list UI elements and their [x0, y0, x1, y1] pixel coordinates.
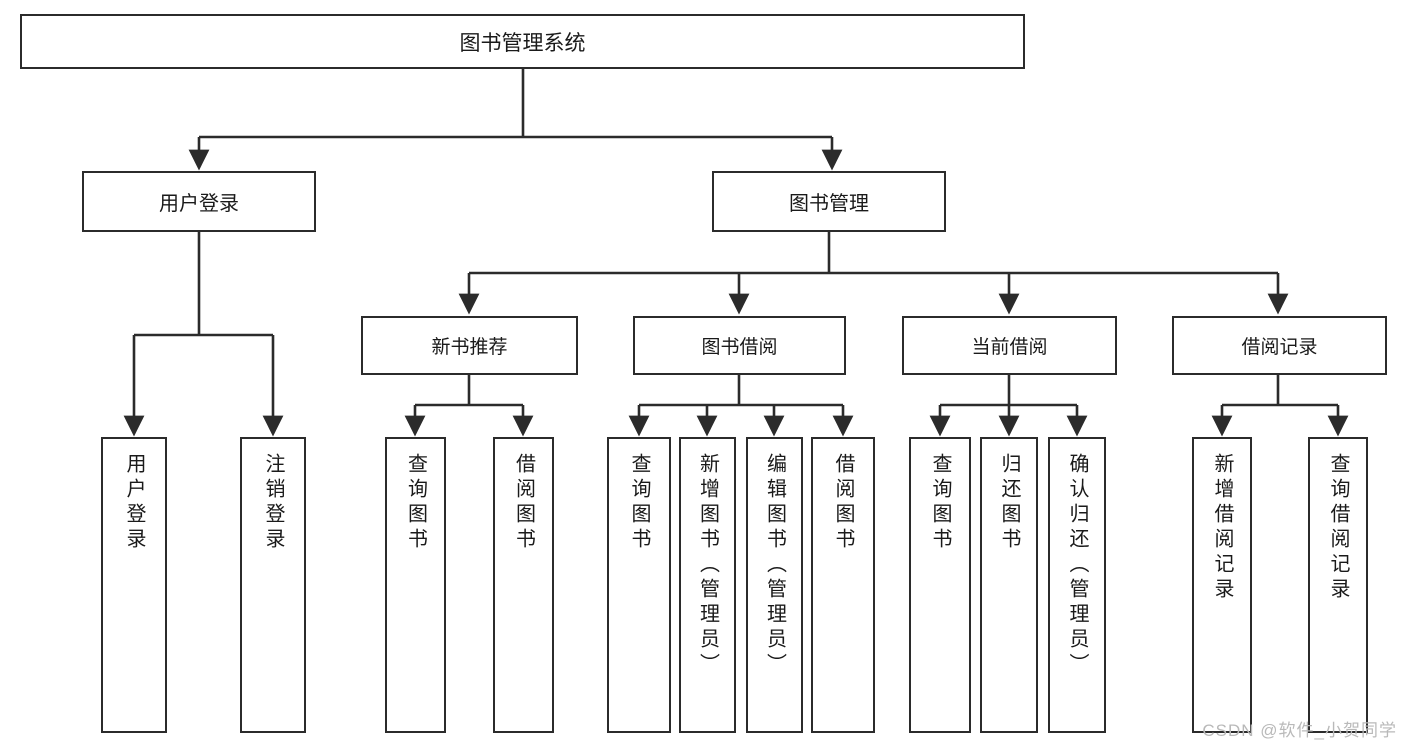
node-leaf-borrow-book-1-label: 借阅图书 — [512, 453, 535, 553]
node-leaf-query-record-label: 查询借阅记录 — [1327, 453, 1349, 603]
node-leaf-add-book-label: 新增图书（管理员） — [696, 453, 719, 678]
node-leaf-logout-login[interactable]: 注销登录 — [240, 437, 306, 733]
node-leaf-query-book-2-label: 查询图书 — [628, 453, 650, 553]
node-leaf-query-record[interactable]: 查询借阅记录 — [1308, 437, 1368, 733]
node-leaf-confirm-return[interactable]: 确认归还（管理员） — [1048, 437, 1106, 733]
node-book-borrow-label: 图书借阅 — [701, 337, 778, 358]
node-leaf-user-login[interactable]: 用户登录 — [101, 437, 167, 733]
node-leaf-borrow-book-2-label: 借阅图书 — [832, 453, 854, 553]
node-user-login-label: 用户登录 — [159, 193, 239, 215]
node-leaf-user-login-label: 用户登录 — [123, 453, 145, 553]
node-leaf-add-book[interactable]: 新增图书（管理员） — [679, 437, 736, 733]
node-leaf-borrow-book-1[interactable]: 借阅图书 — [493, 437, 554, 733]
node-leaf-return-book-label: 归还图书 — [998, 453, 1020, 553]
node-book-manage-label: 图书管理 — [789, 193, 869, 215]
node-leaf-add-record-label: 新增借阅记录 — [1211, 453, 1233, 603]
node-current-borrow-label: 当前借阅 — [971, 337, 1048, 358]
node-root-label: 图书管理系统 — [459, 31, 586, 55]
node-leaf-query-book-1[interactable]: 查询图书 — [385, 437, 446, 733]
node-borrow-record-label: 借阅记录 — [1241, 337, 1318, 358]
node-new-book-recommend-label: 新书推荐 — [431, 337, 508, 358]
node-leaf-borrow-book-2[interactable]: 借阅图书 — [811, 437, 875, 733]
node-borrow-record[interactable]: 借阅记录 — [1172, 316, 1387, 375]
node-user-login[interactable]: 用户登录 — [82, 171, 316, 232]
node-new-book-recommend[interactable]: 新书推荐 — [361, 316, 578, 375]
node-leaf-logout-login-label: 注销登录 — [262, 453, 284, 553]
node-root[interactable]: 图书管理系统 — [20, 14, 1025, 69]
node-leaf-return-book[interactable]: 归还图书 — [980, 437, 1038, 733]
node-leaf-edit-book-label: 编辑图书（管理员） — [763, 453, 786, 678]
node-leaf-add-record[interactable]: 新增借阅记录 — [1192, 437, 1252, 733]
node-book-borrow[interactable]: 图书借阅 — [633, 316, 846, 375]
node-leaf-query-book-2[interactable]: 查询图书 — [607, 437, 671, 733]
node-leaf-query-book-3-label: 查询图书 — [929, 453, 951, 553]
node-book-manage[interactable]: 图书管理 — [712, 171, 946, 232]
node-leaf-edit-book[interactable]: 编辑图书（管理员） — [746, 437, 803, 733]
watermark: CSDN @软件_小贺同学 — [1202, 721, 1397, 740]
node-leaf-query-book-3[interactable]: 查询图书 — [909, 437, 971, 733]
node-leaf-confirm-return-label: 确认归还（管理员） — [1066, 453, 1088, 678]
node-leaf-query-book-1-label: 查询图书 — [404, 453, 427, 553]
node-current-borrow[interactable]: 当前借阅 — [902, 316, 1117, 375]
